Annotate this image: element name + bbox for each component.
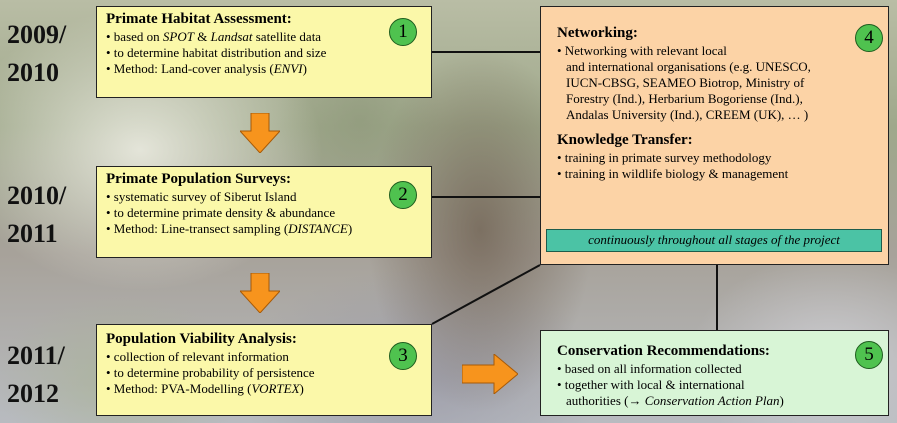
box-4-line-1: • Networking with relevant local	[557, 43, 727, 58]
box-5-line-3: authorities (→ Conservation Action Plan)	[566, 393, 784, 408]
connector-3-4	[431, 264, 541, 325]
box-3-line-1: • collection of relevant information	[106, 349, 289, 364]
box-2-title: Primate Population Surveys:	[106, 171, 291, 187]
box-5-line-2: • together with local & international	[557, 377, 745, 392]
right-arrow-icon	[462, 354, 518, 394]
continuous-strip: continuously throughout all stages of th…	[546, 229, 882, 252]
box-5-title: Conservation Recommendations:	[557, 343, 770, 359]
box-population-surveys: Primate Population Surveys: • systematic…	[96, 166, 432, 258]
box-2-line-1: • systematic survey of Siberut Island	[106, 189, 297, 204]
year-label-2010-2011: 2010/ 2011	[7, 181, 67, 248]
box-networking: Networking: • Networking with relevant l…	[540, 6, 889, 265]
step-number-5: 5	[855, 341, 883, 369]
box-viability-analysis: Population Viability Analysis: • collect…	[96, 324, 432, 416]
box-1-line-2: • to determine habitat distribution and …	[106, 45, 327, 60]
box-4-line-6: • training in primate survey methodology	[557, 150, 772, 165]
box-2-line-3: • Method: Line-transect sampling (DISTAN…	[106, 221, 353, 236]
step-number-3: 3	[389, 342, 417, 370]
box-3-line-2: • to determine probability of persistenc…	[106, 365, 315, 380]
step-number-2: 2	[389, 181, 417, 209]
box-4-line-4: Forestry (Ind.), Herbarium Bogoriense (I…	[566, 91, 803, 106]
step-number-1: 1	[389, 18, 417, 46]
box-4-title-knowledge: Knowledge Transfer:	[557, 132, 693, 148]
box-5-line-1: • based on all information collected	[557, 361, 742, 376]
down-arrow-icon	[240, 113, 280, 153]
box-1-line-1: • based on SPOT & Landsat satellite data	[106, 29, 322, 44]
year-label-2009-2010: 2009/ 2010	[7, 20, 67, 87]
box-3-line-3: • Method: PVA-Modelling (VORTEX)	[106, 381, 304, 396]
box-2-line-2: • to determine primate density & abundan…	[106, 205, 336, 220]
box-3-title: Population Viability Analysis:	[106, 331, 297, 347]
box-4-line-5: Andalas University (Ind.), CREEM (UK), ……	[566, 107, 809, 122]
step-number-4: 4	[855, 24, 883, 52]
box-conservation-recommendations: Conservation Recommendations: • based on…	[540, 330, 889, 416]
year-label-2011-2012: 2011/ 2012	[7, 341, 65, 408]
box-1-line-3: • Method: Land-cover analysis (ENVI)	[106, 61, 307, 76]
box-4-line-3: IUCN-CBSG, SEAMEO Biotrop, Ministry of	[566, 75, 805, 90]
box-4-line-7: • training in wildlife biology & managem…	[557, 166, 789, 181]
down-arrow-icon	[240, 273, 280, 313]
box-1-title: Primate Habitat Assessment:	[106, 11, 292, 27]
box-4-title-networking: Networking:	[557, 25, 638, 41]
box-habitat-assessment: Primate Habitat Assessment: • based on S…	[96, 6, 432, 98]
box-4-line-2: and international organisations (e.g. UN…	[566, 59, 811, 74]
